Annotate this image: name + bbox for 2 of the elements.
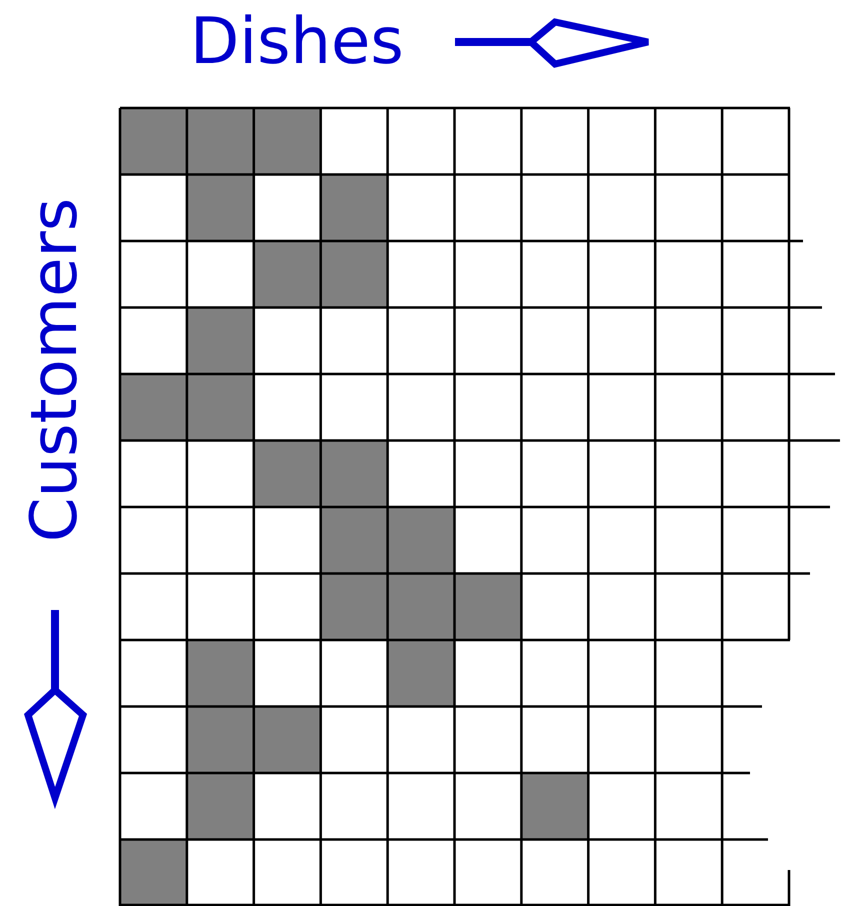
axis-label: Dishes <box>190 10 404 74</box>
axis-label: Customers <box>23 198 88 542</box>
